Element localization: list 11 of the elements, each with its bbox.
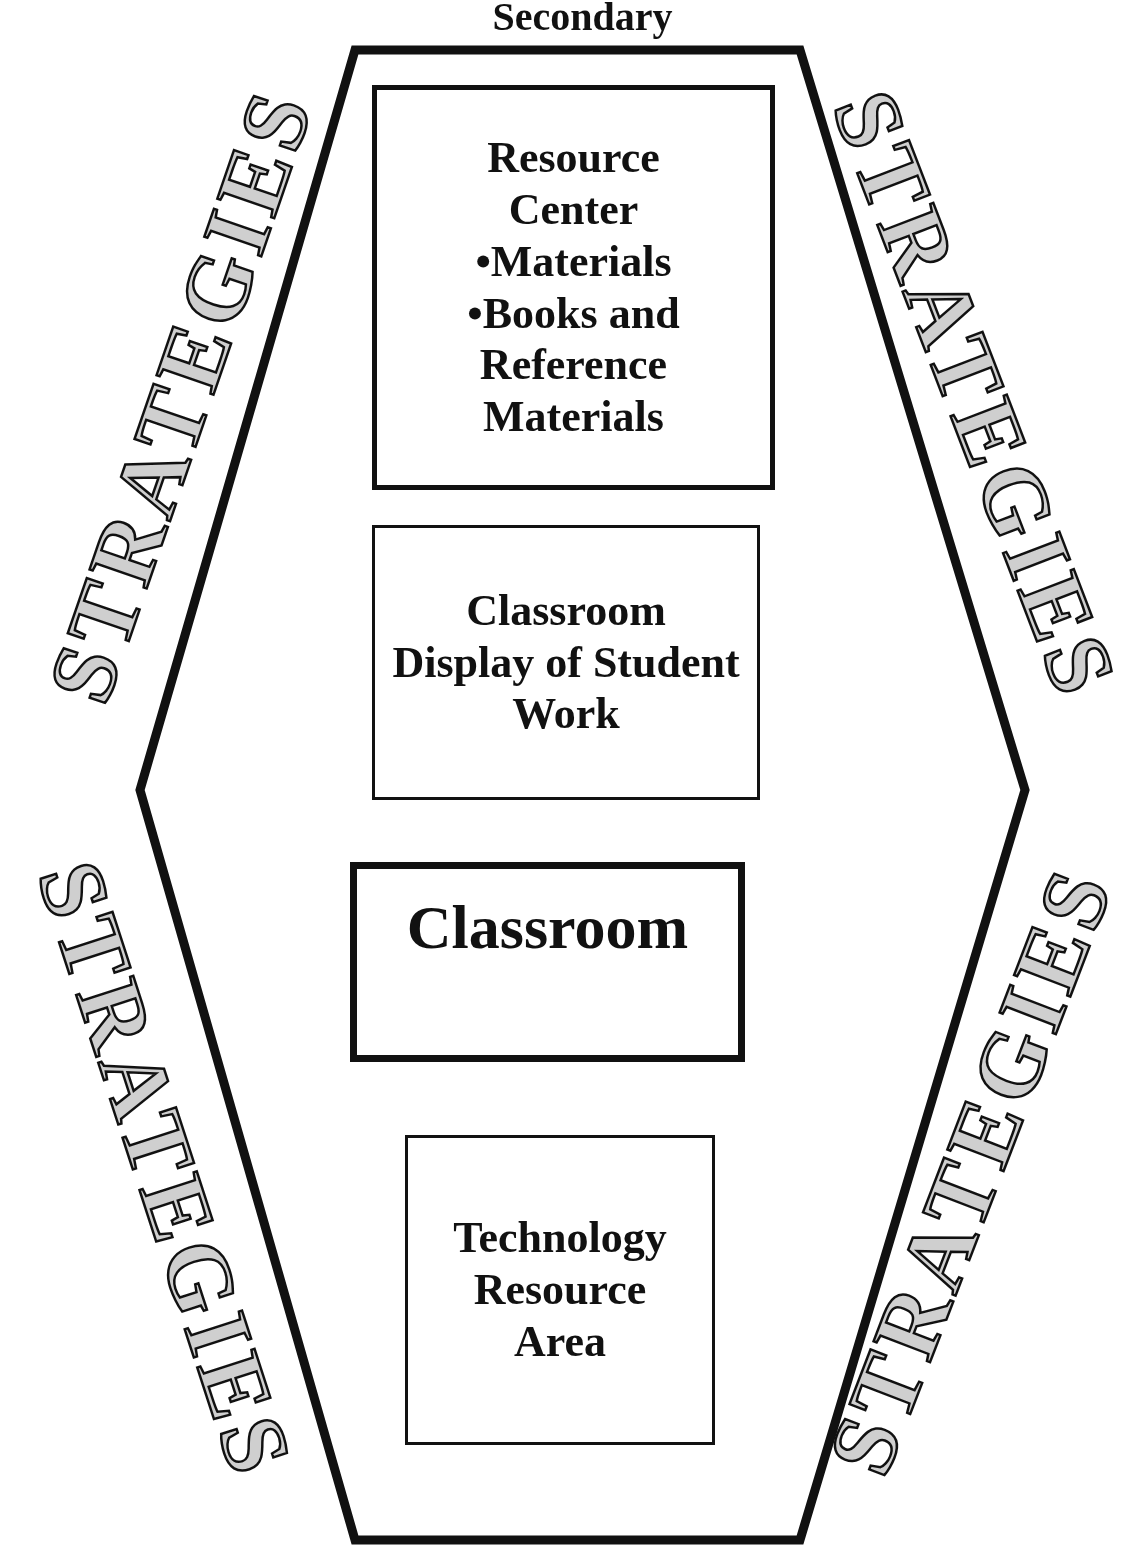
heading: Secondary bbox=[491, 0, 674, 37]
text-box bbox=[372, 85, 775, 490]
box-text: •Books and Reference Materials bbox=[466, 287, 681, 444]
box-text: Resource Center bbox=[486, 131, 661, 236]
text-box bbox=[350, 862, 745, 1062]
text-box bbox=[372, 525, 760, 800]
box-text: •Materials bbox=[475, 235, 672, 288]
box-text: Classroom bbox=[406, 892, 689, 963]
text-box bbox=[405, 1135, 715, 1445]
box-text: Classroom Display of Student Work bbox=[392, 584, 740, 741]
box-text: Technology Resource Area bbox=[452, 1212, 668, 1368]
